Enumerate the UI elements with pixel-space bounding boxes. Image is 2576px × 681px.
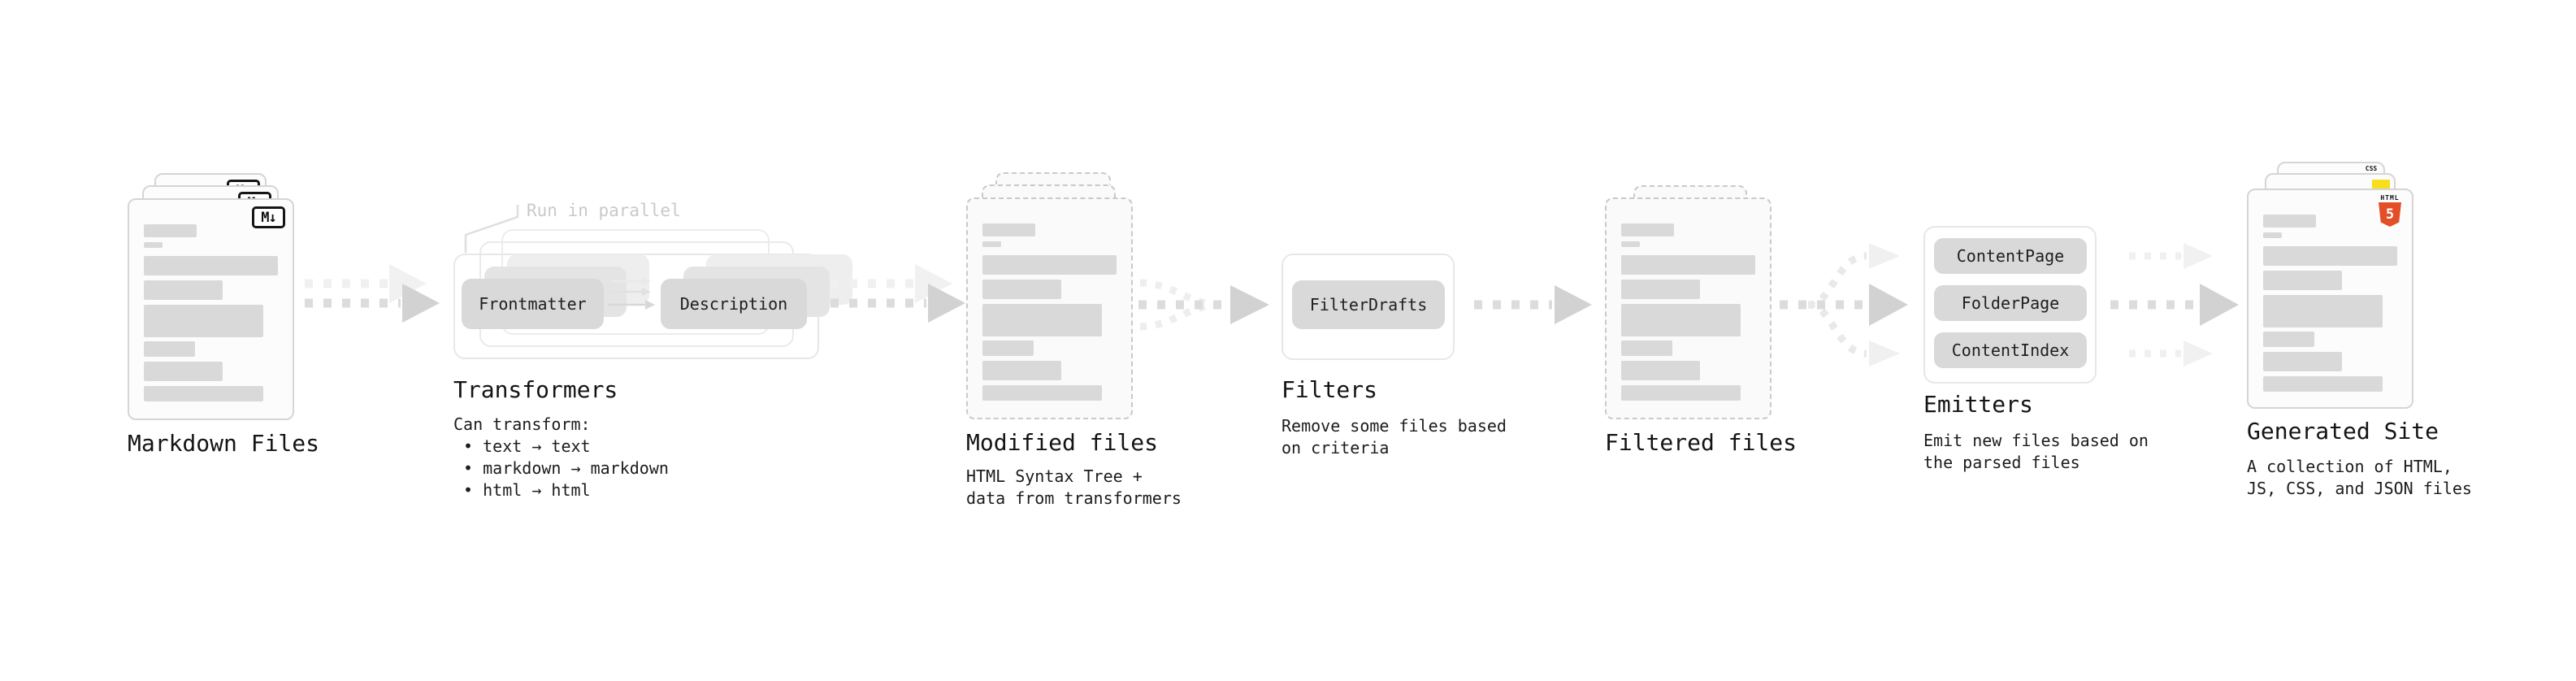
generated-file-html: HTML 5 xyxy=(2247,189,2413,409)
modified-files-title: Modified files xyxy=(966,429,1159,456)
html5-icon: HTML 5 xyxy=(2378,194,2402,227)
contentpage-node: ContentPage xyxy=(1934,238,2087,274)
callout-line xyxy=(464,205,519,253)
description-node: Description xyxy=(661,279,807,329)
markdown-file-front: M↓ xyxy=(128,198,294,420)
emitters-description: Emit new files based on the parsed files xyxy=(1923,431,2149,472)
filterdrafts-node: FilterDrafts xyxy=(1292,280,1445,329)
contentindex-node: ContentIndex xyxy=(1934,332,2087,368)
filtered-files-title: Filtered files xyxy=(1605,429,1798,456)
filters-title: Filters xyxy=(1281,376,1378,403)
emitters-title: Emitters xyxy=(1923,391,2033,418)
filtered-file-front xyxy=(1605,197,1772,419)
modified-file-front xyxy=(966,197,1133,419)
parallel-arrows xyxy=(608,277,655,310)
arrow-emitters-to-generated xyxy=(2110,243,2239,367)
frontmatter-node: Frontmatter xyxy=(462,279,604,329)
arrow-markdown-to-transformers xyxy=(305,264,440,323)
filters-frame xyxy=(1281,254,1455,360)
run-in-parallel-note: Run in parallel xyxy=(527,201,681,220)
folderpage-node: FolderPage xyxy=(1934,285,2087,321)
arrow-modified-to-filters xyxy=(1138,279,1269,331)
generated-site-description: A collection of HTML, JS, CSS, and JSON … xyxy=(2247,457,2472,498)
modified-files-description: HTML Syntax Tree + data from transformer… xyxy=(966,466,1182,508)
arrow-filters-to-filtered xyxy=(1474,285,1592,324)
emitters-frame xyxy=(1923,226,2097,384)
transformers-description: Can transform: • text → text • markdown … xyxy=(453,414,669,500)
arrow-filtered-to-emitters xyxy=(1780,243,1908,367)
markdown-icon: M↓ xyxy=(252,206,285,228)
markdown-files-title: Markdown Files xyxy=(128,430,320,457)
transformers-title: Transformers xyxy=(453,376,618,403)
generated-site-title: Generated Site xyxy=(2247,418,2439,445)
arrow-transformers-to-modified xyxy=(830,264,965,323)
filters-description: Remove some files based on criteria xyxy=(1281,416,1507,458)
